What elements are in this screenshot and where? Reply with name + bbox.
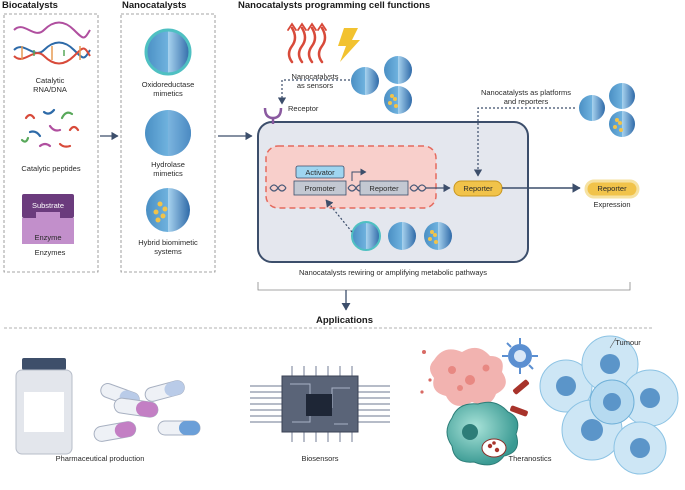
hydrolase-sphere-icon — [145, 110, 191, 156]
internal-dotted-arrow — [325, 199, 353, 233]
enzymes-label: Enzymes — [34, 248, 66, 257]
receptor-label: Receptor — [288, 104, 319, 113]
macrophage-icon — [446, 401, 519, 466]
debris-icon — [420, 347, 506, 406]
cell-bracket — [257, 282, 631, 291]
expression-label: Expression — [593, 200, 631, 209]
chip-icon — [250, 366, 390, 442]
rna-dna-label: Catalytic RNA/DNA — [33, 76, 67, 94]
sensor-dotted-arrow — [277, 79, 350, 105]
sensor-spheres-icon — [351, 56, 412, 114]
sensors-label: Nanocatalysts as sensors — [291, 72, 339, 90]
peptides-icon — [20, 108, 80, 148]
reporter-gene-label: Reporter — [369, 184, 399, 193]
activator-label: Activator — [305, 168, 335, 177]
biosensors-label: Biosensors — [301, 454, 339, 463]
nanocatalysts-header: Nanocatalysts — [122, 0, 187, 11]
biocatalysts-panel — [3, 13, 99, 273]
receptor-icon — [263, 107, 283, 124]
peptides-label: Catalytic peptides — [21, 164, 81, 173]
reporter-expressed-label: Reporter — [597, 184, 627, 193]
oxidoreductase-label: Oxidoreductase mimetics — [141, 80, 195, 98]
pharma-label: Pharmaceutical production — [55, 454, 145, 463]
rods-icon — [510, 379, 530, 417]
platform-spheres-icon — [579, 83, 635, 137]
tumour-label: Tumour — [615, 338, 641, 347]
capsules-icon — [93, 380, 201, 442]
internal-spheres-icon — [351, 221, 452, 251]
hydrolase-label: Hydrolase mimetics — [151, 160, 185, 178]
applications-header: Applications — [316, 315, 374, 326]
nanocatalysts-panel — [120, 13, 216, 273]
heat-icon — [287, 22, 327, 64]
rewiring-label: Nanocatalysts rewiring or amplifying met… — [299, 268, 487, 277]
programming-header: Nanocatalysts programming cell functions — [238, 0, 431, 11]
platform-dotted-arrow — [473, 107, 575, 177]
pill-bottle-icon — [15, 358, 73, 455]
reporter-expressed-badge — [584, 179, 640, 199]
oxidoreductase-sphere-icon — [144, 28, 192, 76]
substrate-label: Substrate — [31, 201, 65, 210]
enzyme-label: Enzyme — [34, 233, 62, 242]
hybrid-sphere-icon — [146, 188, 190, 232]
gene-construct — [269, 165, 451, 196]
dna-helix-icon — [13, 21, 91, 65]
reporter-protein-label: Reporter — [463, 184, 493, 193]
tumour-icon — [539, 335, 679, 475]
theranostics-label: Theranostics — [508, 454, 552, 463]
platforms-label: Nanocatalysts as platforms and reporters — [480, 88, 572, 106]
lightning-icon — [338, 28, 360, 62]
antibody-cell-icon — [502, 338, 538, 374]
enzyme-substrate-icon — [22, 194, 74, 244]
hybrid-label: Hybrid biomimetic systems — [138, 238, 198, 256]
biocatalysts-header: Biocatalysts — [2, 0, 58, 11]
promoter-label: Promoter — [304, 184, 336, 193]
